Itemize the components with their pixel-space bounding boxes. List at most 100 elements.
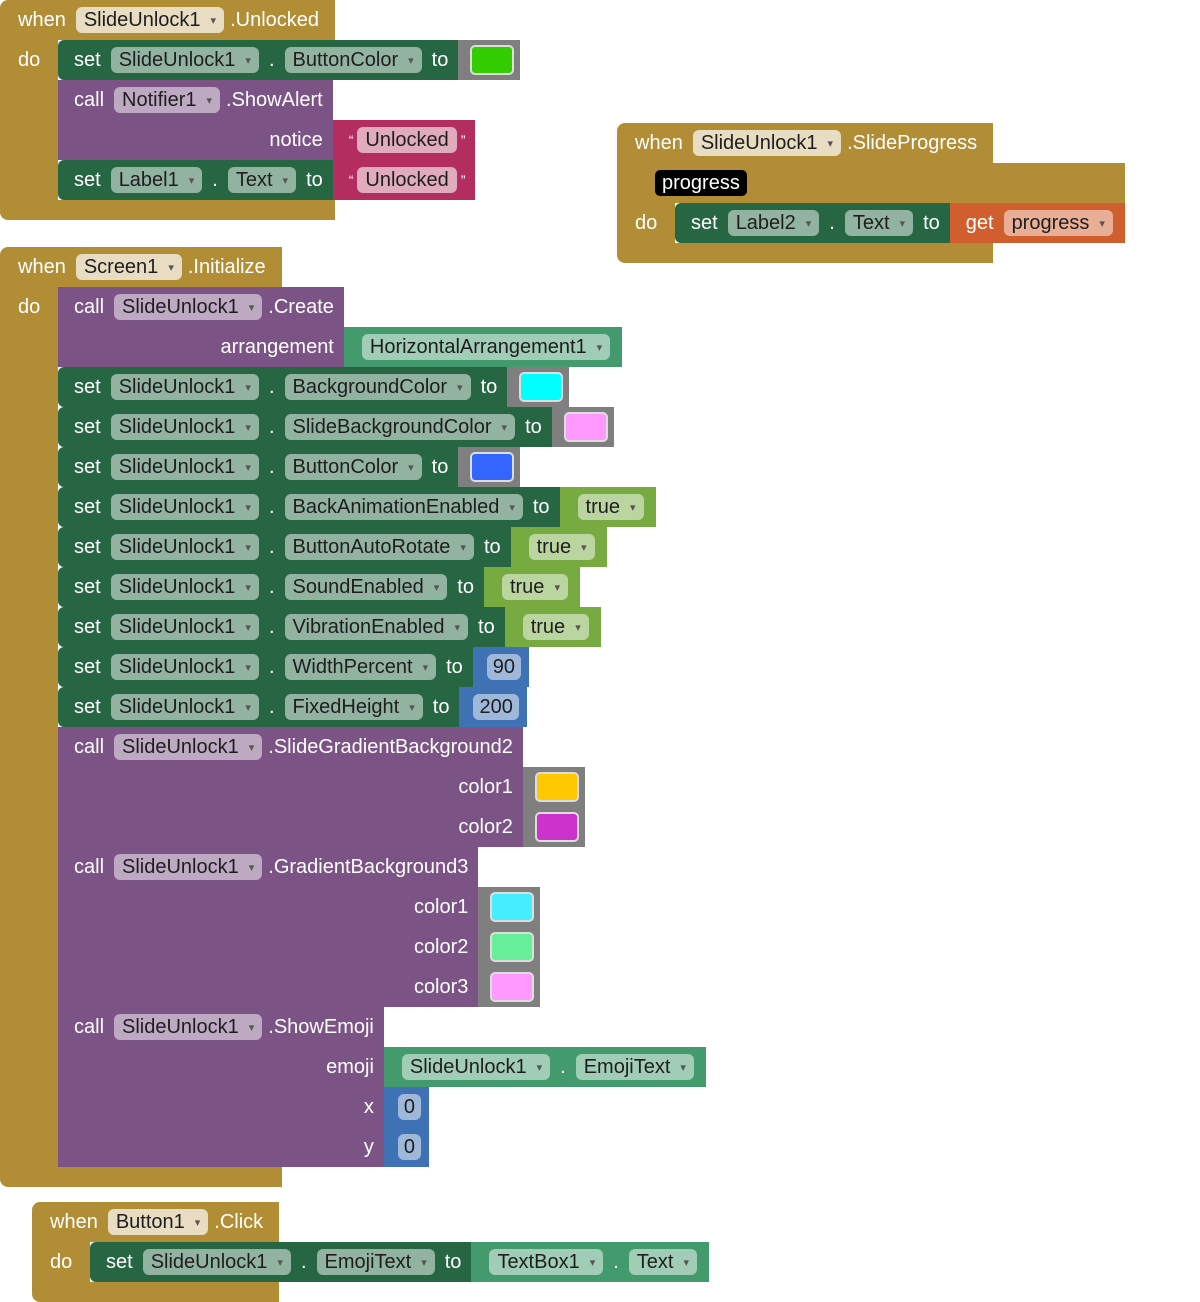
color-block[interactable] [507, 367, 570, 407]
color-swatch[interactable] [490, 972, 535, 1002]
color-block[interactable] [478, 927, 541, 967]
component-dropdown[interactable]: SlideUnlock1▾ [110, 534, 259, 560]
property-dropdown[interactable]: WidthPercent▾ [284, 654, 437, 680]
color-block[interactable] [458, 447, 521, 487]
logic-dropdown[interactable]: true▾ [528, 534, 595, 560]
color-block[interactable] [478, 887, 541, 927]
property-dropdown[interactable]: VibrationEnabled▾ [284, 614, 469, 640]
number-block[interactable]: 200 [459, 687, 527, 727]
component-dropdown[interactable]: SlideUnlock1▾ [110, 614, 259, 640]
component-dropdown[interactable]: SlideUnlock1▾ [114, 1014, 263, 1040]
logic-dropdown[interactable]: true▾ [522, 614, 589, 640]
component-dropdown[interactable]: SlideUnlock1▾ [75, 7, 225, 33]
number-block[interactable]: 0 [383, 1127, 430, 1167]
property-dropdown[interactable]: EmojiText▾ [316, 1249, 435, 1275]
property-dropdown[interactable]: Text▾ [628, 1249, 698, 1275]
component-dropdown[interactable]: SlideUnlock1▾ [110, 574, 259, 600]
property-dropdown[interactable]: BackgroundColor▾ [284, 374, 471, 400]
property-getter-block[interactable]: TextBox1▾.Text▾ [471, 1242, 710, 1282]
color-swatch[interactable] [470, 452, 515, 482]
color-swatch[interactable] [534, 812, 579, 842]
color-block[interactable] [522, 767, 585, 807]
property-dropdown[interactable]: ButtonColor▾ [284, 47, 422, 73]
component-dropdown[interactable]: SlideUnlock1▾ [142, 1249, 291, 1275]
property-dropdown[interactable]: SlideBackgroundColor▾ [284, 414, 516, 440]
logic-block[interactable]: true▾ [559, 487, 656, 527]
logic-block[interactable]: true▾ [510, 527, 607, 567]
color-swatch[interactable] [519, 372, 564, 402]
component-dropdown[interactable]: SlideUnlock1▾ [114, 854, 263, 880]
parameter-progress[interactable]: progress [655, 170, 747, 196]
logic-block[interactable]: true▾ [483, 567, 580, 607]
color-swatch[interactable] [470, 45, 515, 75]
color-block[interactable] [522, 807, 585, 847]
component-dropdown[interactable]: Screen1▾ [75, 254, 182, 280]
logic-dropdown[interactable]: true▾ [577, 494, 644, 520]
component-dropdown[interactable]: SlideUnlock1▾ [110, 454, 259, 480]
logic-block[interactable]: true▾ [504, 607, 601, 647]
component-block[interactable]: HorizontalArrangement1▾ [343, 327, 623, 367]
color-swatch[interactable] [490, 892, 535, 922]
component-dropdown[interactable]: Label1▾ [110, 167, 203, 193]
component-dropdown[interactable]: SlideUnlock1▾ [110, 694, 259, 720]
text-field[interactable]: Unlocked [357, 167, 457, 193]
component-dropdown[interactable]: TextBox1▾ [489, 1249, 604, 1275]
color-block[interactable] [478, 967, 541, 1007]
property-dropdown[interactable]: Text▾ [844, 210, 914, 236]
property-dropdown[interactable]: SoundEnabled▾ [284, 574, 448, 600]
component-dropdown[interactable]: SlideUnlock1▾ [110, 47, 259, 73]
number-field[interactable]: 0 [397, 1094, 422, 1120]
property-getter-block[interactable]: SlideUnlock1▾.EmojiText▾ [383, 1047, 706, 1087]
number-block[interactable]: 0 [383, 1087, 430, 1127]
text-block[interactable]: “Unlocked” [332, 160, 476, 200]
color-swatch[interactable] [490, 932, 535, 962]
number-field[interactable]: 90 [486, 654, 522, 680]
component-dropdown[interactable]: SlideUnlock1▾ [110, 414, 259, 440]
component-dropdown[interactable]: SlideUnlock1▾ [114, 294, 263, 320]
property-dropdown[interactable]: FixedHeight▾ [284, 694, 423, 720]
variable-dropdown[interactable]: progress▾ [1003, 210, 1113, 236]
color-block[interactable] [551, 407, 614, 447]
number-field[interactable]: 200 [473, 694, 519, 720]
component-dropdown[interactable]: SlideUnlock1▾ [110, 494, 259, 520]
text-block[interactable]: “Unlocked” [332, 120, 476, 160]
component-dropdown[interactable]: SlideUnlock1▾ [110, 654, 259, 680]
number-field[interactable]: 0 [397, 1134, 422, 1160]
color-block[interactable] [458, 40, 521, 80]
property-dropdown[interactable]: EmojiText▾ [575, 1054, 694, 1080]
component-dropdown[interactable]: HorizontalArrangement1▾ [361, 334, 611, 360]
color-swatch[interactable] [563, 412, 608, 442]
property-dropdown[interactable]: BackAnimationEnabled▾ [284, 494, 523, 520]
